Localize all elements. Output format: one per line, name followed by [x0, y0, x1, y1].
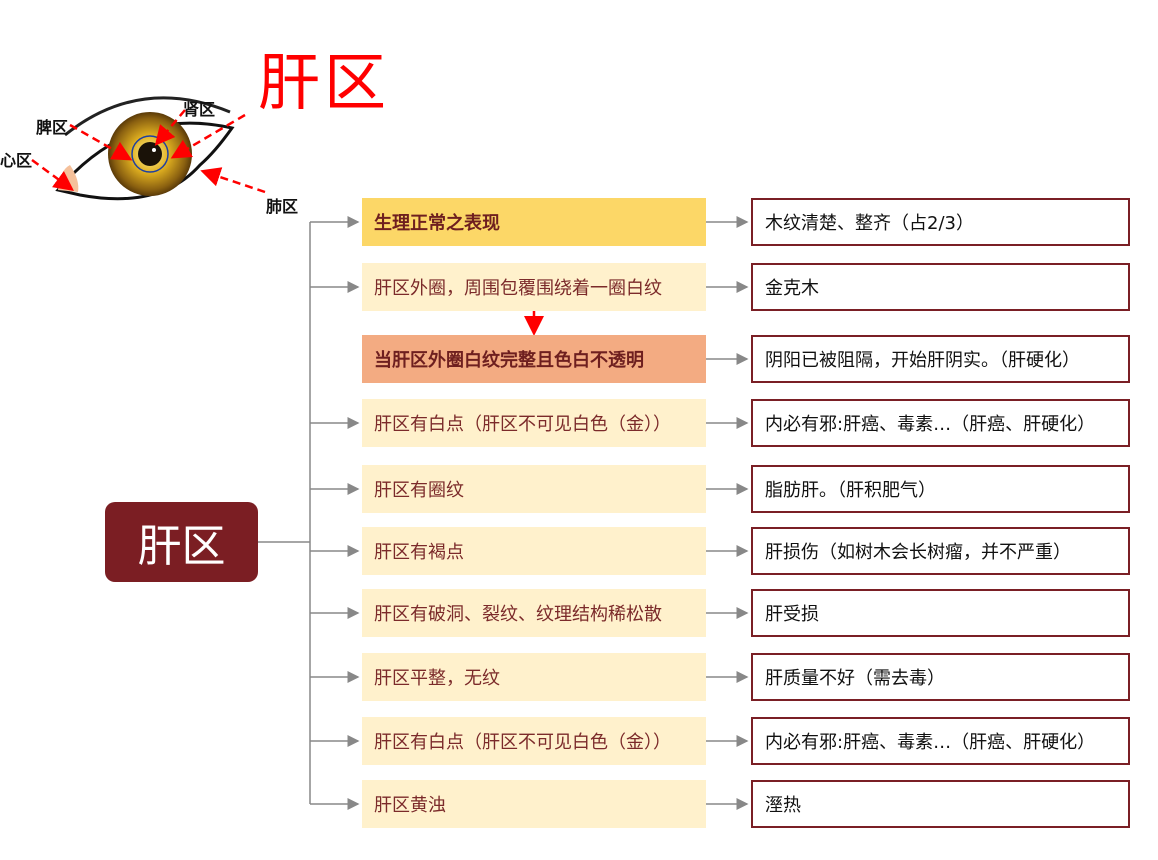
result-node: 内必有邪:肝癌、毒素…（肝癌、肝硬化）: [751, 399, 1130, 447]
condition-node: 肝区有破洞、裂纹、纹理结构稀松散: [362, 589, 706, 637]
condition-node: 肝区有白点（肝区不可见白色（金））: [362, 717, 706, 765]
pupil: [138, 142, 162, 166]
condition-node: 肝区平整，无纹: [362, 653, 706, 701]
spleen-zone-label: 脾区: [36, 118, 69, 137]
eye-illustration: [31, 96, 266, 201]
condition-node: 肝区有白点（肝区不可见白色（金））: [362, 399, 706, 447]
eyebrow-line: [64, 96, 231, 137]
eye-diagram-title: 肝区: [258, 46, 391, 119]
result-node: 肝受损: [751, 589, 1130, 637]
result-node: 肝质量不好（需去毒）: [751, 653, 1130, 701]
condition-node: 肝区有圈纹: [362, 465, 706, 513]
kidney-zone-label: 肾区: [183, 100, 216, 119]
result-node: 脂肪肝。（肝积肥气）: [751, 465, 1130, 513]
condition-node: 肝区黄浊: [362, 780, 706, 828]
condition-node: 当肝区外圈白纹完整且色白不透明: [362, 335, 706, 383]
heart-zone-label: 心区: [0, 151, 33, 170]
result-node: 溼热: [751, 780, 1130, 828]
condition-node: 生理正常之表现: [362, 198, 706, 246]
result-node: 内必有邪:肝癌、毒素…（肝癌、肝硬化）: [751, 717, 1130, 765]
result-node: 阴阳已被阻隔，开始肝阴实。（肝硬化）: [751, 335, 1130, 383]
result-node: 木纹清楚、整齐（占2/3）: [751, 198, 1130, 246]
condition-node: 肝区外圈，周围包覆围绕着一圈白纹: [362, 263, 706, 311]
root-node-liver-zone: 肝区: [105, 502, 258, 582]
lung-zone-label: 肺区: [266, 197, 299, 216]
condition-node: 肝区有褐点: [362, 527, 706, 575]
result-node: 肝损伤（如树木会长树瘤，并不严重）: [751, 527, 1130, 575]
result-node: 金克木: [751, 263, 1130, 311]
